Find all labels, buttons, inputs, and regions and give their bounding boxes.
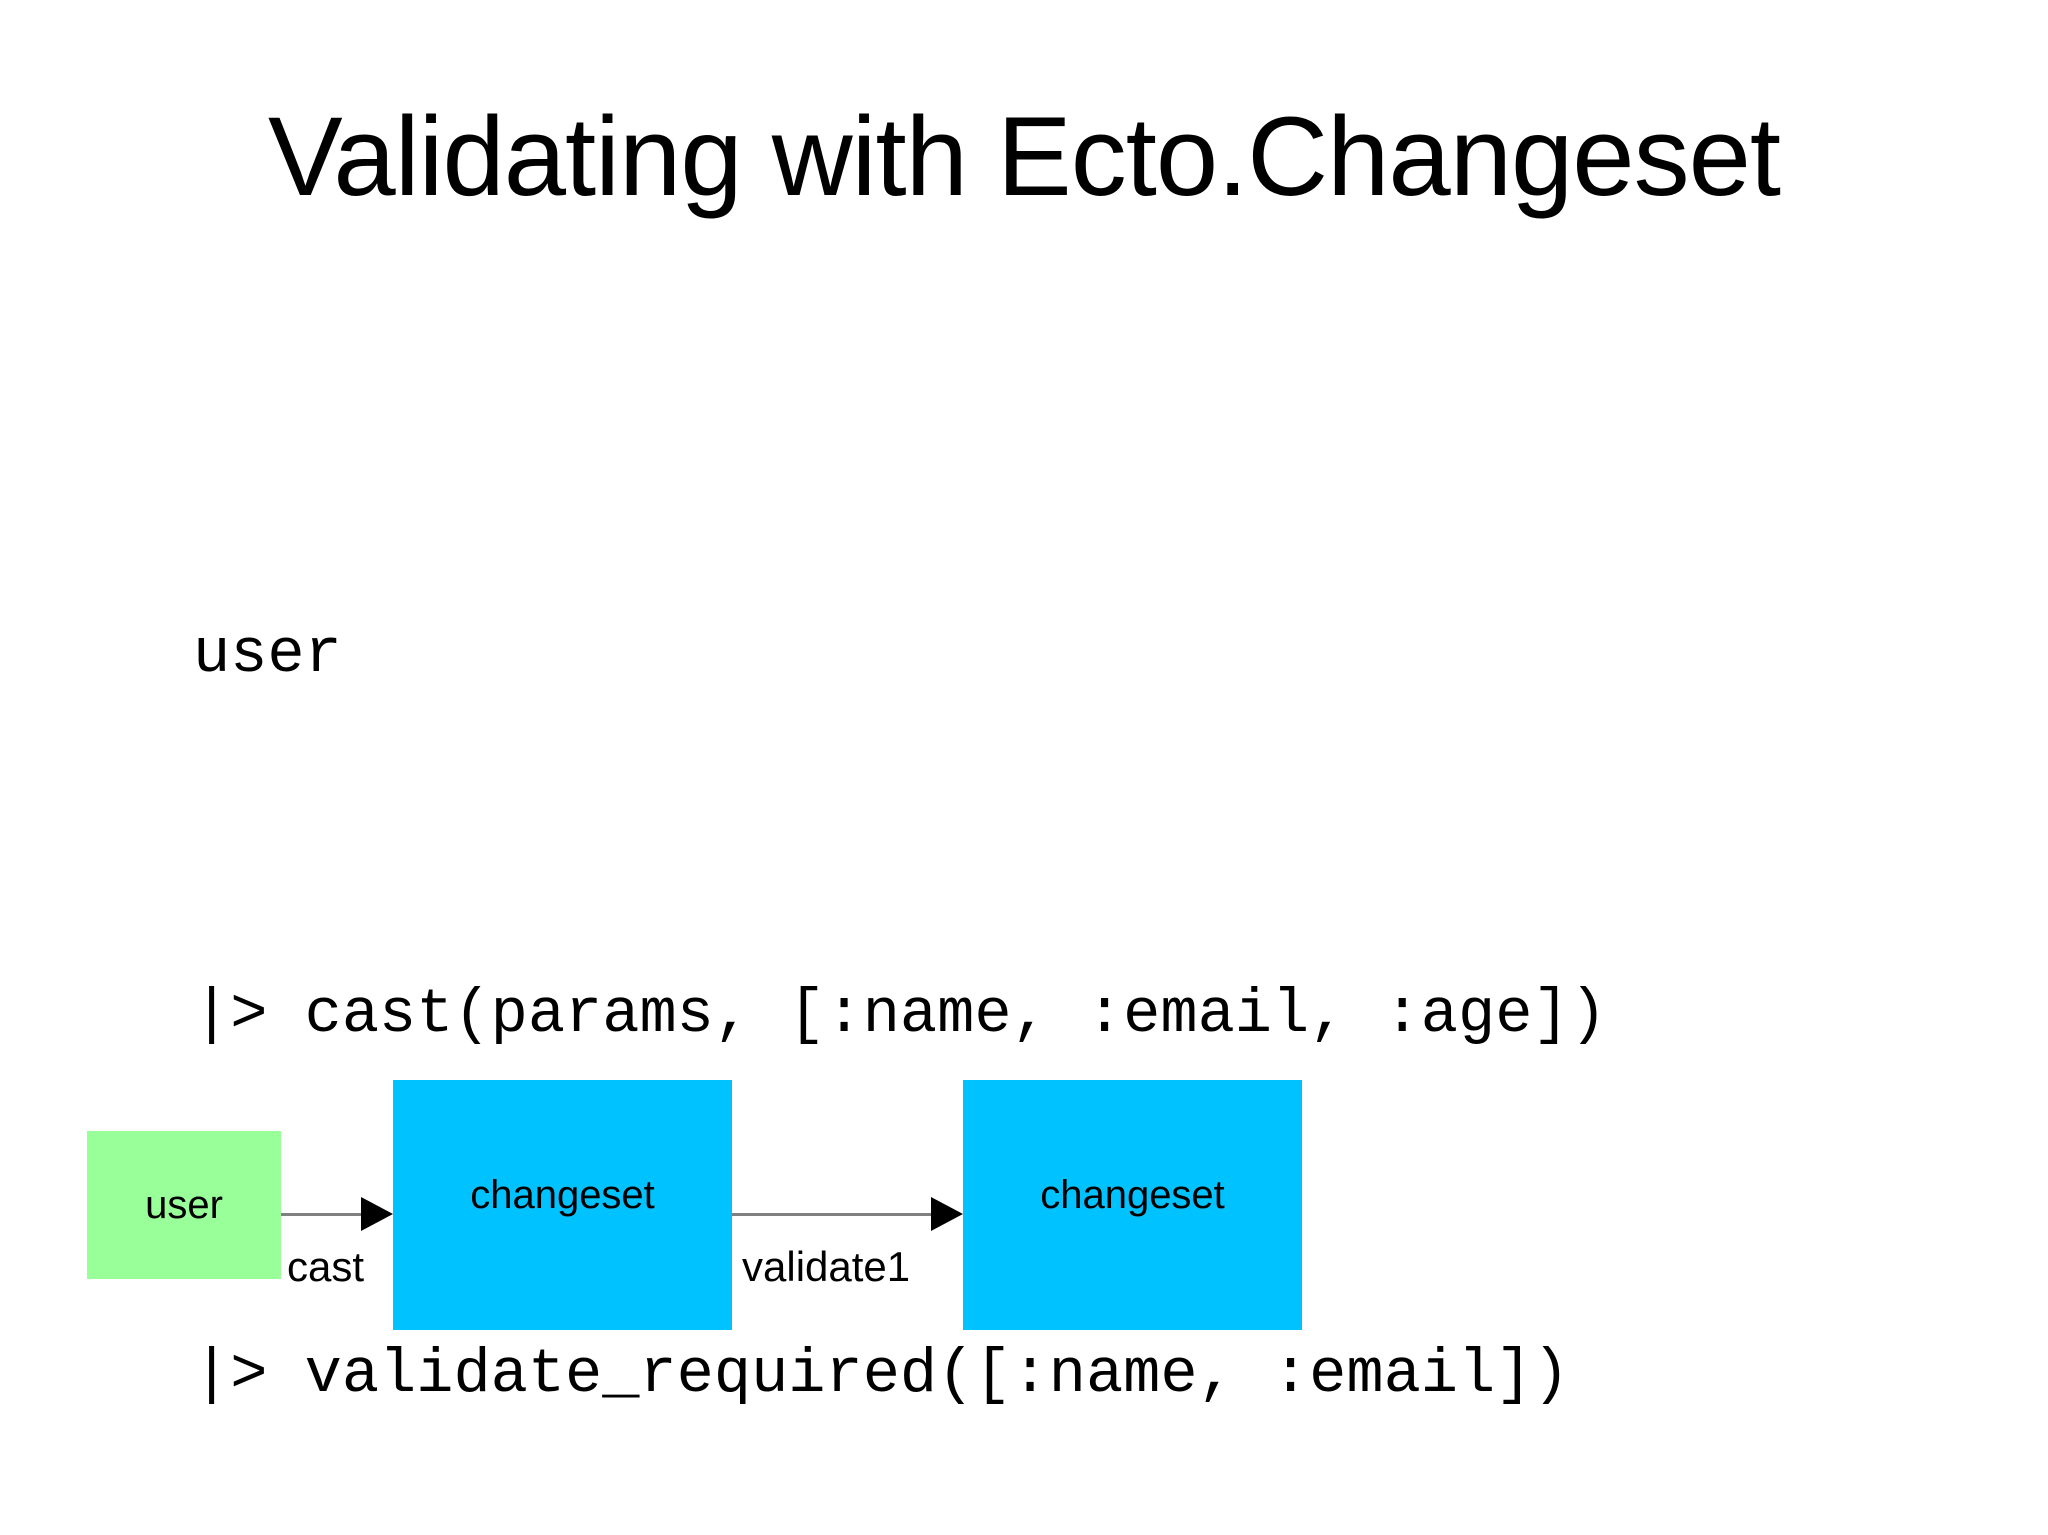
diagram-node-changeset-1-label: changeset <box>470 1172 655 1217</box>
arrowhead-icon <box>361 1197 393 1231</box>
page-title: Validating with Ecto.Changeset <box>268 94 1781 219</box>
code-line-3: |> validate_required([:name, :email]) <box>193 1339 1570 1410</box>
diagram-node-changeset-1: changeset <box>393 1080 732 1330</box>
diagram-edge-validate1-label: validate1 <box>742 1243 911 1290</box>
code-block: user |> cast(params, [:name, :email, :ag… <box>193 355 1607 1535</box>
code-line-1: user <box>193 619 342 690</box>
edge-line <box>281 1213 361 1216</box>
code-line-2: |> cast(params, [:name, :email, :age]) <box>193 979 1607 1050</box>
diagram-node-changeset-2: changeset <box>963 1080 1302 1330</box>
diagram-node-user-label: user <box>145 1182 223 1227</box>
diagram-edge-cast-label: cast <box>287 1243 365 1290</box>
diagram-node-changeset-2-label: changeset <box>1040 1172 1225 1217</box>
diagram-node-user: user <box>87 1131 281 1279</box>
edge-line <box>732 1213 931 1216</box>
arrowhead-icon <box>931 1197 963 1231</box>
